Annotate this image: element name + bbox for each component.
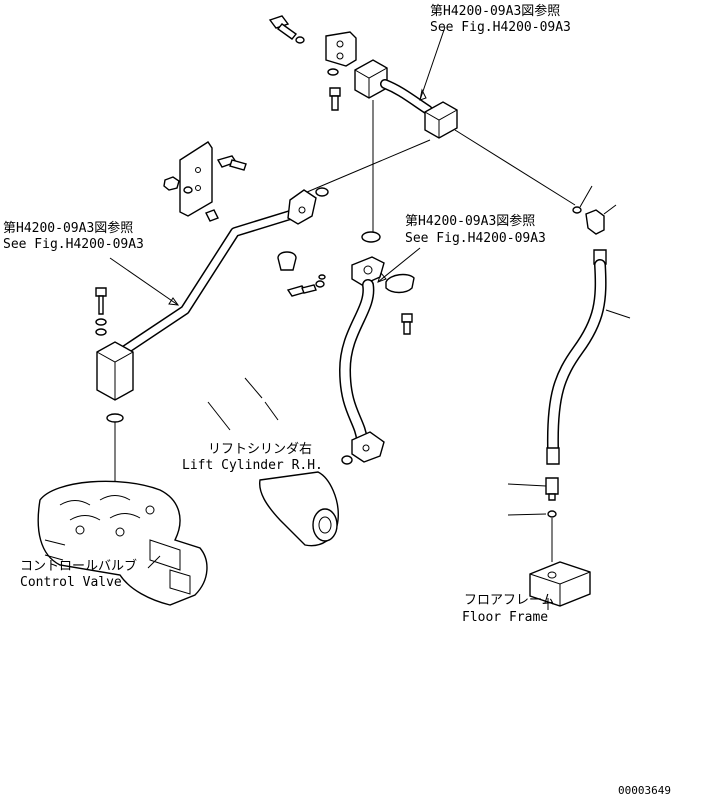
clamp-small — [205, 209, 219, 222]
lift-cylinder — [259, 471, 339, 547]
left-nuts — [163, 176, 193, 194]
hose-flange-bottom — [351, 431, 385, 463]
o-ring-top — [361, 231, 381, 243]
leader-top — [419, 26, 446, 101]
left-bracket — [179, 141, 213, 217]
small-ring-right — [572, 206, 582, 214]
ref-mid-en: See Fig.H4200-09A3 — [405, 231, 546, 246]
left-tube-flange — [287, 189, 317, 225]
ref-top-en: See Fig.H4200-09A3 — [430, 20, 571, 35]
top-bolt — [268, 15, 305, 44]
hose-bolt — [401, 313, 413, 335]
ref-mid-jp: 第H4200-09A3図参照 — [405, 213, 535, 229]
top-block — [354, 59, 388, 99]
top-block-right — [424, 101, 458, 139]
o-ring-floor — [547, 510, 557, 518]
elbow-fitting — [585, 209, 605, 235]
control-valve-jp: コントロールバルブ — [20, 558, 137, 574]
lift-cylinder-en: Lift Cylinder R.H. — [182, 458, 323, 473]
left-vertical-bolt — [95, 287, 107, 336]
left-bolt — [216, 155, 247, 171]
ref-left-en: See Fig.H4200-09A3 — [3, 237, 144, 252]
u-bolt — [277, 251, 297, 271]
top-bracket — [325, 31, 357, 76]
ref-left-jp: 第H4200-09A3図参照 — [3, 220, 133, 236]
floor-frame-jp: フロアフレーム — [464, 593, 555, 608]
left-block — [96, 341, 134, 401]
mid-bolt — [286, 274, 326, 297]
ref-top-jp: 第H4200-09A3図参照 — [430, 3, 560, 19]
control-valve — [37, 480, 208, 606]
control-valve-en: Control Valve — [20, 575, 122, 590]
o-ring-cv — [106, 413, 124, 423]
o-ring-left — [315, 187, 329, 197]
floor-frame-en: Floor Frame — [462, 610, 548, 625]
floor-frame-block — [529, 561, 591, 607]
drawing-number: 00003649 — [618, 784, 671, 797]
split-flange — [385, 273, 415, 294]
hose-fitting-bottom — [546, 447, 560, 465]
connector — [545, 477, 559, 501]
vertical-bolt-upper — [329, 87, 341, 111]
lift-cylinder-jp: リフトシリンダ右 — [208, 442, 312, 457]
o-ring-cyl — [341, 455, 353, 465]
